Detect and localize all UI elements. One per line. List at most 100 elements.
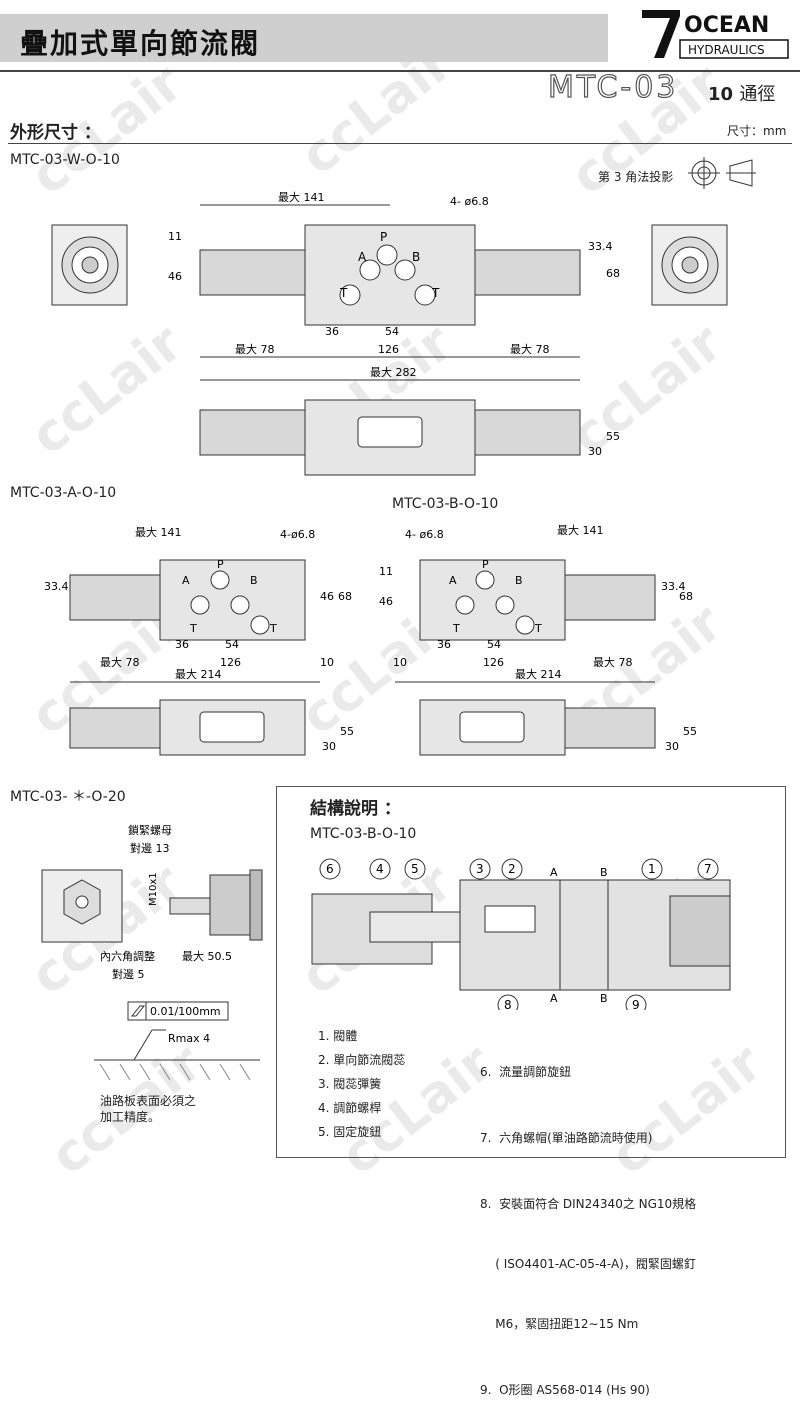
dim-max78: 最大 78 xyxy=(593,655,633,669)
dim-10: 10 xyxy=(320,656,334,669)
list-item: 2. 單向節流閥蕊 xyxy=(318,1053,406,1067)
port-b: B xyxy=(412,250,420,264)
dim-max141: 最大 141 xyxy=(557,523,604,537)
list-item: M6，緊固扭距12∼15 Nm xyxy=(480,1317,639,1331)
structure-panel xyxy=(276,786,786,1158)
list-item: 1. 閥體 xyxy=(318,1029,358,1043)
dim-55: 55 xyxy=(683,725,697,738)
brand-logo: OCEAN HYDRAULICS xyxy=(642,10,789,59)
callout-9: 9 xyxy=(632,998,640,1010)
dim-hole: 4- ø6.8 xyxy=(405,528,444,541)
callout-8: 8 xyxy=(504,998,512,1010)
model-code: MTC-03 xyxy=(547,69,679,105)
port-a-bottom: A xyxy=(550,992,558,1005)
dim-max141: 最大 141 xyxy=(135,525,182,539)
list-item: 4. 調節螺桿 xyxy=(318,1101,382,1115)
dim-33: 33.4 xyxy=(44,580,69,593)
view-label-b: MTC-03-B-O-10 xyxy=(392,496,499,512)
view-label-a: MTC-03-A-O-10 xyxy=(10,485,117,501)
dim-max141: 最大 141 xyxy=(278,190,325,204)
drawing-a: P A B T T 最大 141 4-ø6.8 36 54 最大 78 126 … xyxy=(44,525,354,756)
m10-label: M10x1 xyxy=(148,872,159,906)
dim-30: 30 xyxy=(588,445,602,458)
logo-brand: OCEAN xyxy=(684,13,769,38)
port-t: T xyxy=(534,622,542,635)
dim-55: 55 xyxy=(340,725,354,738)
dim-max78: 最大 78 xyxy=(100,655,140,669)
port-a: A xyxy=(182,574,190,587)
port-b: B xyxy=(250,574,258,587)
dim-54: 54 xyxy=(225,638,239,651)
list-item: 5. 固定旋鈕 xyxy=(318,1125,382,1139)
list-item: ( ISO4401-AC-05-4-A)，閥緊固螺釘 xyxy=(480,1257,696,1271)
list-item: 6. 流量調節旋鈕 xyxy=(480,1065,572,1079)
surface-note-1: 油路板表面必須之 xyxy=(100,1094,197,1108)
callout-1: 1 xyxy=(648,862,656,876)
header-rule xyxy=(0,70,800,72)
port-b-bottom: B xyxy=(600,992,608,1005)
dim-68: 68 xyxy=(606,267,620,280)
across13-label: 對邊 13 xyxy=(130,841,170,855)
port-t: T xyxy=(339,286,348,300)
dim-30: 30 xyxy=(322,740,336,753)
port-t: T xyxy=(269,622,277,635)
parts-list-right: 6. 流量調節旋鈕 7. 六角螺帽(單油路節流時使用) 8. 安裝面符合 DIN… xyxy=(480,1022,696,1420)
projection-icon xyxy=(688,157,756,189)
dim-36: 36 xyxy=(325,325,339,338)
port-b-top: B xyxy=(600,866,608,879)
dim-30: 30 xyxy=(665,740,679,753)
dim-36: 36 xyxy=(437,638,451,651)
unit-note: 尺寸：mm xyxy=(727,124,787,138)
parts-list-left: 1. 閥體 2. 單向節流閥蕊 3. 閥蕊彈簧 4. 調節螺桿 5. 固定旋鈕 xyxy=(318,1024,405,1144)
dim-126: 126 xyxy=(220,656,241,669)
dim-55: 55 xyxy=(606,430,620,443)
dim-46: 46 xyxy=(379,595,393,608)
callout-2: 2 xyxy=(508,862,516,876)
rmax-label: Rmax 4 xyxy=(168,1032,210,1045)
callout-6: 6 xyxy=(326,862,334,876)
hex-adjust-label: 內六角調整 xyxy=(100,949,155,963)
page-title: 疊加式單向節流閥 xyxy=(20,27,261,60)
list-item: 8. 安裝面符合 DIN24340之 NG10規格 xyxy=(480,1197,697,1211)
port-a: A xyxy=(358,250,367,264)
drawing-adjuster: 鎖緊螺母 對邊 13 M10x1 內六角調整 對邊 5 最大 50.5 xyxy=(41,823,263,981)
view-label-w: MTC-03-W-O-10 xyxy=(10,152,120,168)
dim-10: 10 xyxy=(393,656,407,669)
dim-max282: 最大 282 xyxy=(370,365,417,379)
dim-11: 11 xyxy=(168,230,182,243)
port-b: B xyxy=(515,574,523,587)
callout-3: 3 xyxy=(476,862,484,876)
dim-33: 33.4 xyxy=(588,240,613,253)
dim-46: 46 xyxy=(320,590,334,603)
dim-46: 46 xyxy=(168,270,182,283)
dim-54: 54 xyxy=(487,638,501,651)
list-item: 3. 閥蕊彈簧 xyxy=(318,1077,382,1091)
dim-126: 126 xyxy=(378,343,399,356)
dim-68: 68 xyxy=(338,590,352,603)
drawing-structure: 6 4 5 3 2 1 7 8 9 A B A B xyxy=(311,858,731,1010)
callout-7: 7 xyxy=(704,862,712,876)
dim-max214: 最大 214 xyxy=(515,667,562,681)
projection-label: 第 3 角法投影 xyxy=(598,170,674,184)
port-a-top: A xyxy=(550,866,558,879)
port-p: P xyxy=(380,230,387,244)
dim-33: 33.4 xyxy=(661,580,686,593)
flatness-label: 0.01/100mm xyxy=(150,1005,221,1018)
callout-4: 4 xyxy=(376,862,384,876)
dim-68: 68 xyxy=(679,590,693,603)
drawing-w-top: P A B T T 最大 141 4- ø6.8 最大 78 126 最大 78… xyxy=(51,190,728,476)
port-a: A xyxy=(449,574,457,587)
lock-nut-label: 鎖緊螺母 xyxy=(128,823,172,837)
dim-max78-right: 最大 78 xyxy=(510,342,550,356)
port-t: T xyxy=(452,622,460,635)
drawing-surface: 0.01/100mm Rmax 4 xyxy=(94,1001,260,1081)
section-title: 外形尺寸 ： xyxy=(10,123,101,143)
port-t: T xyxy=(431,286,440,300)
dim-hole: 4- ø6.8 xyxy=(450,195,489,208)
size-num: 10 xyxy=(708,84,734,105)
title-bar: 疊加式單向節流閥 xyxy=(0,14,608,62)
structure-title: 結構說明 ： xyxy=(310,799,401,819)
port-p: P xyxy=(217,558,224,571)
max505-label: 最大 50.5 xyxy=(182,949,232,963)
section-rule xyxy=(8,143,792,144)
